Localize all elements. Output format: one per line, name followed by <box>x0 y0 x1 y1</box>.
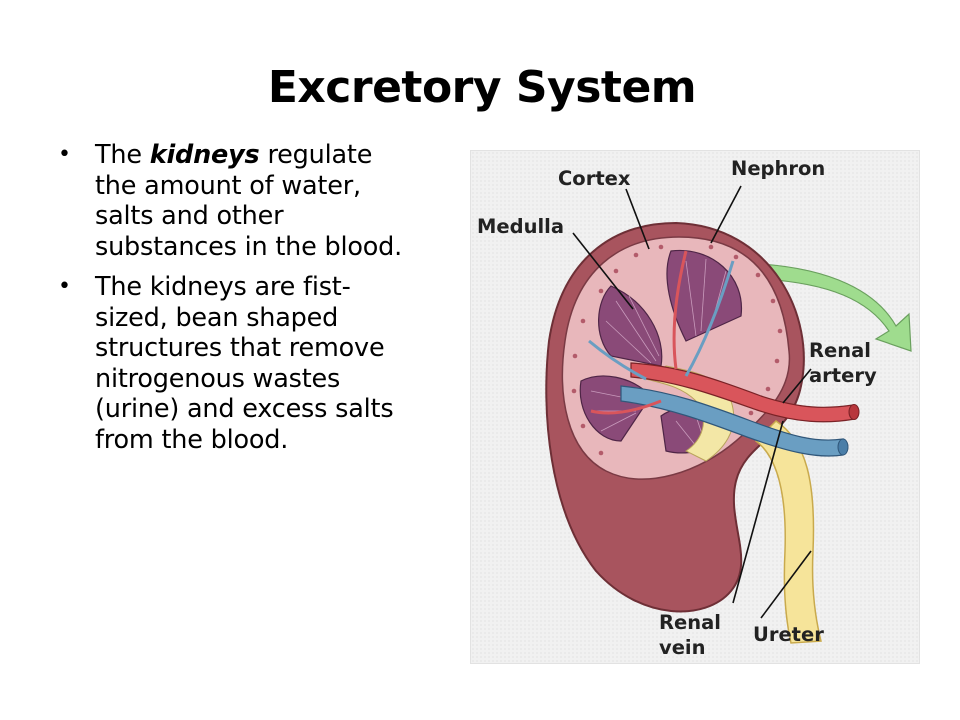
slide-title: Excretory System <box>267 62 697 113</box>
label-ureter: Ureter <box>753 623 824 646</box>
medulla-pyramid <box>666 249 743 342</box>
label-renal-vein-line1: Renal <box>659 611 721 634</box>
bullet-item: •The kidneys are fist-sized, bean shaped… <box>58 272 394 455</box>
label-renal-vein-line2: vein <box>659 636 706 659</box>
label-cortex: Cortex <box>558 167 631 190</box>
bullet-icon: • <box>58 274 71 299</box>
bullet-item: •The kidneys regulate the amount of wate… <box>58 140 403 262</box>
label-renal-artery-line1: Renal <box>809 339 871 362</box>
bullet-icon: • <box>58 142 71 167</box>
kidney-illustration: Cortex Nephron Medulla Renal artery Rena… <box>477 157 912 659</box>
ureter <box>754 420 822 644</box>
label-renal-artery-line2: artery <box>809 364 877 387</box>
label-medulla: Medulla <box>477 215 564 238</box>
bullet-list: •The kidneys regulate the amount of wate… <box>58 140 418 465</box>
emphasis-kidneys: kidneys <box>149 140 260 170</box>
label-nephron: Nephron <box>731 157 825 180</box>
kidney-diagram: Cortex Nephron Medulla Renal artery Rena… <box>470 150 920 664</box>
